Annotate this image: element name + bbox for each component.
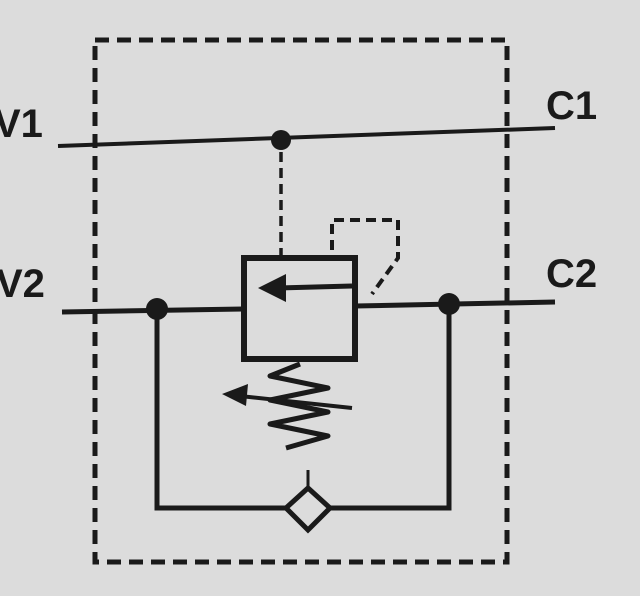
relief-valve-icon: [241, 218, 400, 362]
port-label-c1: C1: [546, 84, 598, 128]
port-label-v2: V2: [0, 262, 45, 306]
bypass-line-right: [330, 304, 452, 511]
junction-pilot: [271, 130, 291, 150]
check-valve-icon: [282, 470, 334, 534]
spring-icon: [222, 361, 353, 451]
line-v1-c1: [57, 126, 556, 148]
bypass-line-left: [154, 309, 286, 511]
port-label-c2: C2: [546, 252, 598, 296]
port-label-v1: V1: [0, 102, 43, 146]
